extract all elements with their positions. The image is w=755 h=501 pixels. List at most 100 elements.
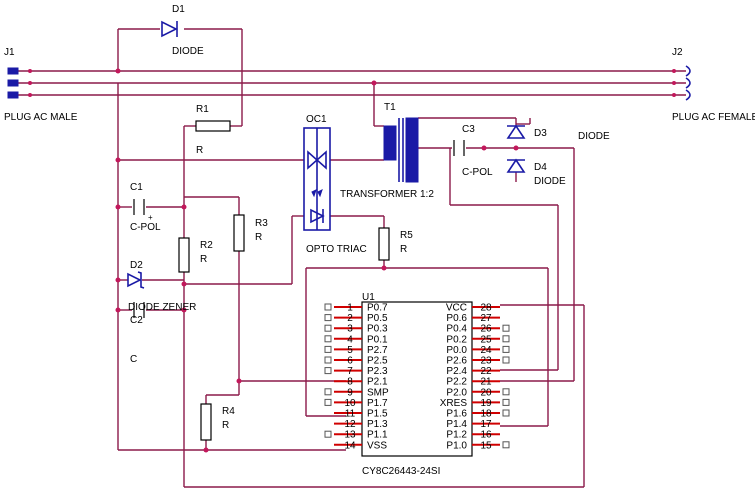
ic-pin-number: 28 <box>480 303 492 314</box>
ic-pin-name: P1.1 <box>367 430 388 441</box>
ic-pin-name: P2.0 <box>446 387 467 398</box>
ic-pin-name: P1.5 <box>367 409 388 420</box>
ic-pin-name: VSS <box>367 440 387 451</box>
d3-value: DIODE <box>578 131 610 142</box>
j1-value: PLUG AC MALE <box>4 112 78 123</box>
diode-d1: D1 DIODE <box>161 4 204 57</box>
ic-pin-number: 8 <box>347 377 353 388</box>
ic-pin-number: 14 <box>344 440 356 451</box>
ic-pin-19: 19 XRES <box>440 398 510 409</box>
ic-pin-number: 6 <box>347 356 353 367</box>
ic-pin-name: P0.1 <box>367 334 388 345</box>
ic-pin-number: 19 <box>480 398 492 409</box>
ic-pin-name: P2.1 <box>367 377 388 388</box>
ic-pin-name: P1.7 <box>367 398 388 409</box>
resistor-r4: R4 R <box>200 403 235 441</box>
ic-pin-number: 18 <box>480 409 492 420</box>
c3-ref: C3 <box>462 124 475 135</box>
d1-value: DIODE <box>172 46 204 57</box>
diode-d4: D4 DIODE <box>506 158 566 187</box>
ic-pin-number: 17 <box>480 419 492 430</box>
d2-value: DIODE ZENER <box>128 302 196 313</box>
j2-value: PLUG AC FEMALE <box>672 112 755 123</box>
oc1-ref: OC1 <box>306 114 327 125</box>
ic-pin-number: 26 <box>480 324 492 335</box>
c2-value: C <box>130 354 137 365</box>
oc1-value: OPTO TRIAC <box>306 244 367 255</box>
c3-value: C-POL <box>462 167 493 178</box>
ic-pin-name: P2.3 <box>367 366 388 377</box>
d4-ref: D4 <box>534 162 547 173</box>
d1-ref: D1 <box>172 4 185 15</box>
ic-pin-name: P0.6 <box>446 313 467 324</box>
d2-ref: D2 <box>130 260 143 271</box>
ic-pin-name: P2.2 <box>446 377 467 388</box>
ic-pin-name: P2.6 <box>446 356 467 367</box>
ic-pin-name: P2.4 <box>446 366 467 377</box>
zener-d2: D2 DIODE ZENER <box>127 260 196 313</box>
ic-pin-8: 8 P2.1 <box>334 377 388 388</box>
capacitor-c1: + C1 C-POL <box>130 182 161 233</box>
u1-part: CY8C26443-24SI <box>362 466 440 477</box>
ic-pin-number: 4 <box>347 334 353 345</box>
ic-pin-name: XRES <box>440 398 468 409</box>
ic-pin-17: 17 P1.4 <box>446 419 500 430</box>
ic-pin-name: P0.0 <box>446 345 467 356</box>
ic-pin-name: P1.4 <box>446 419 467 430</box>
ic-pin-number: 21 <box>480 377 492 388</box>
ic-pin-26: 26 P0.4 <box>446 324 510 335</box>
ic-pin-number: 20 <box>480 387 492 398</box>
ic-pin-number: 2 <box>347 313 353 324</box>
c2-ref: C2 <box>130 315 143 326</box>
c1-value: C-POL <box>130 222 161 233</box>
ic-pin-18: 18 P1.6 <box>446 409 510 420</box>
r1-value: R <box>196 145 203 156</box>
r4-ref: R4 <box>222 406 235 417</box>
u1-ref: U1 <box>362 292 375 303</box>
capacitor-c3: C3 C-POL <box>453 124 493 178</box>
t1-ref: T1 <box>384 102 396 113</box>
ic-pin-name: P0.3 <box>367 324 388 335</box>
svg-text:+: + <box>148 213 153 222</box>
c1-ref: C1 <box>130 182 143 193</box>
ic-pin-4: 4 P0.1 <box>324 334 388 345</box>
resistor-r5: R5 R <box>378 227 413 261</box>
d3-ref: D3 <box>534 128 547 139</box>
ic-pin-name: P1.3 <box>367 419 388 430</box>
ic-pin-10: 10 P1.7 <box>324 398 388 409</box>
ic-pin-name: P1.6 <box>446 409 467 420</box>
capacitor-c2: C2 C <box>130 302 145 365</box>
r5-value: R <box>400 244 407 255</box>
ic-pin-name: P2.5 <box>367 356 388 367</box>
ic-pin-number: 15 <box>480 440 492 451</box>
ic-pin-14: 14 VSS <box>334 440 387 451</box>
ic-pin-number: 7 <box>347 366 353 377</box>
j2-ref: J2 <box>672 47 683 58</box>
resistor-r3: R3 R <box>233 214 268 252</box>
transformer-t1: T1 TRANSFORMER 1:2 <box>340 102 434 200</box>
r1-ref: R1 <box>196 104 209 115</box>
ic-pin-number: 10 <box>344 398 356 409</box>
r2-ref: R2 <box>200 240 213 251</box>
junction-nodes <box>28 68 676 453</box>
j1-ref: J1 <box>4 47 15 58</box>
ic-pin-name: P0.7 <box>367 303 388 314</box>
ic-pin-name: P0.4 <box>446 324 467 335</box>
d4-value: DIODE <box>534 176 566 187</box>
